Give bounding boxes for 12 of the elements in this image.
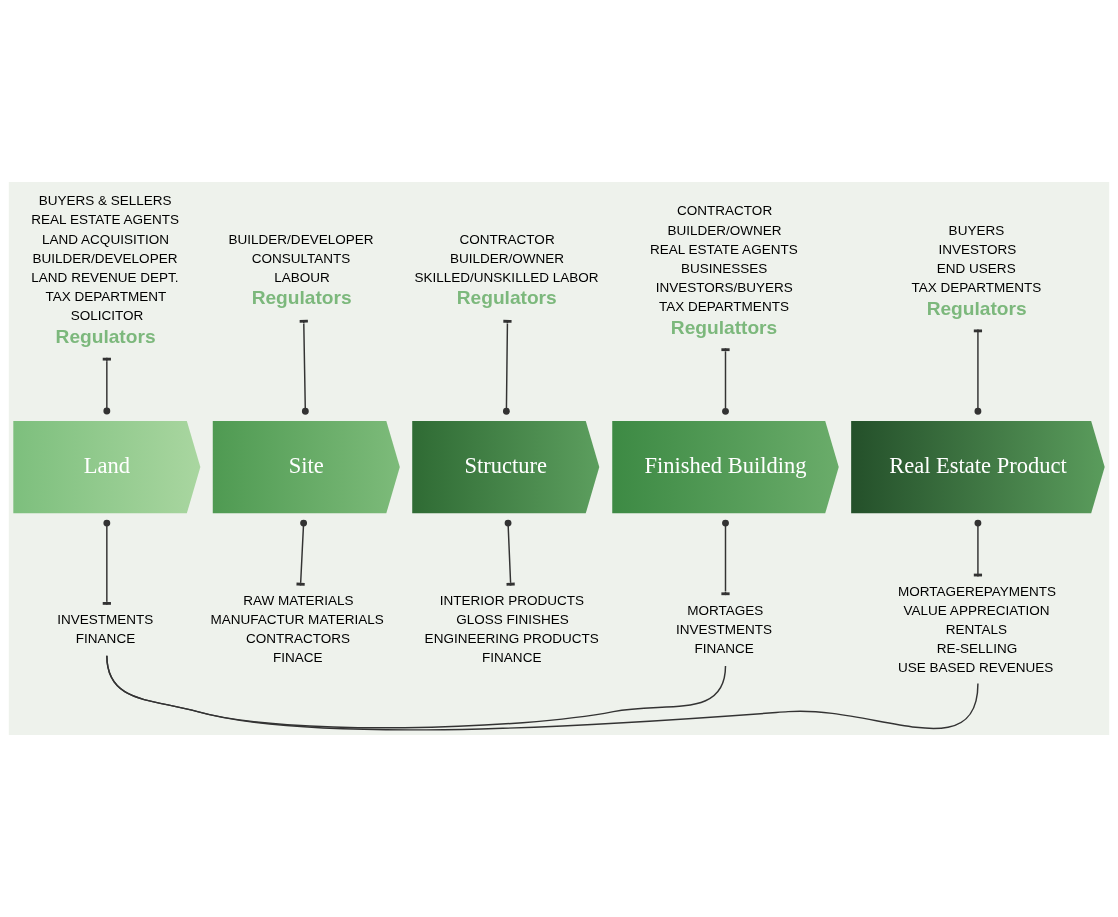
node-text: CONTRACTOR BUILDER/OWNER REAL ESTATE AGENTS BUSINESSES INVESTORS/BUYERS TAX DEPARTMENTS Regulattors: [650, 203, 798, 338]
node-text: BUILDER/DEVELOPER CONSULTANTS LABOUR Regulators: [228, 231, 374, 309]
node-text: MORTAGES INVESTMENTS FINANCE: [675, 602, 773, 657]
node-text: INVESTMENTS FINANCE: [57, 611, 154, 647]
node-text: RAW MATERIALS MANUFACTUR MATERIALS CONTRACTORS FINACE: [210, 592, 384, 666]
connector: [973, 328, 983, 415]
node-text: MORTAGEREPAYMENTS VALUE APPRECIATION RENTALS RE-SELLING USE BASED REVENUES: [897, 583, 1057, 676]
node-text: BUYERS INVESTORS END USERS TAX DEPARTMENTS Regulators: [911, 222, 1042, 319]
connector: [106, 655, 979, 731]
node-text: BUYERS & SELLERS REAL ESTATE AGENTS LAND ACQUISITION BUILDER/DEVELOPER LAND REVENUE DEPT. TAX DEPARTMENT SOLICITOR Regulators: [31, 193, 180, 347]
node-text: CONTRACTOR BUILDER/OWNER SKILLED/UNSKILLED LABOR Regulators: [414, 231, 599, 309]
node-text: INTERIOR PRODUCTS GLOSS FINISHES ENGINEERING PRODUCTS FINANCE: [424, 592, 599, 666]
